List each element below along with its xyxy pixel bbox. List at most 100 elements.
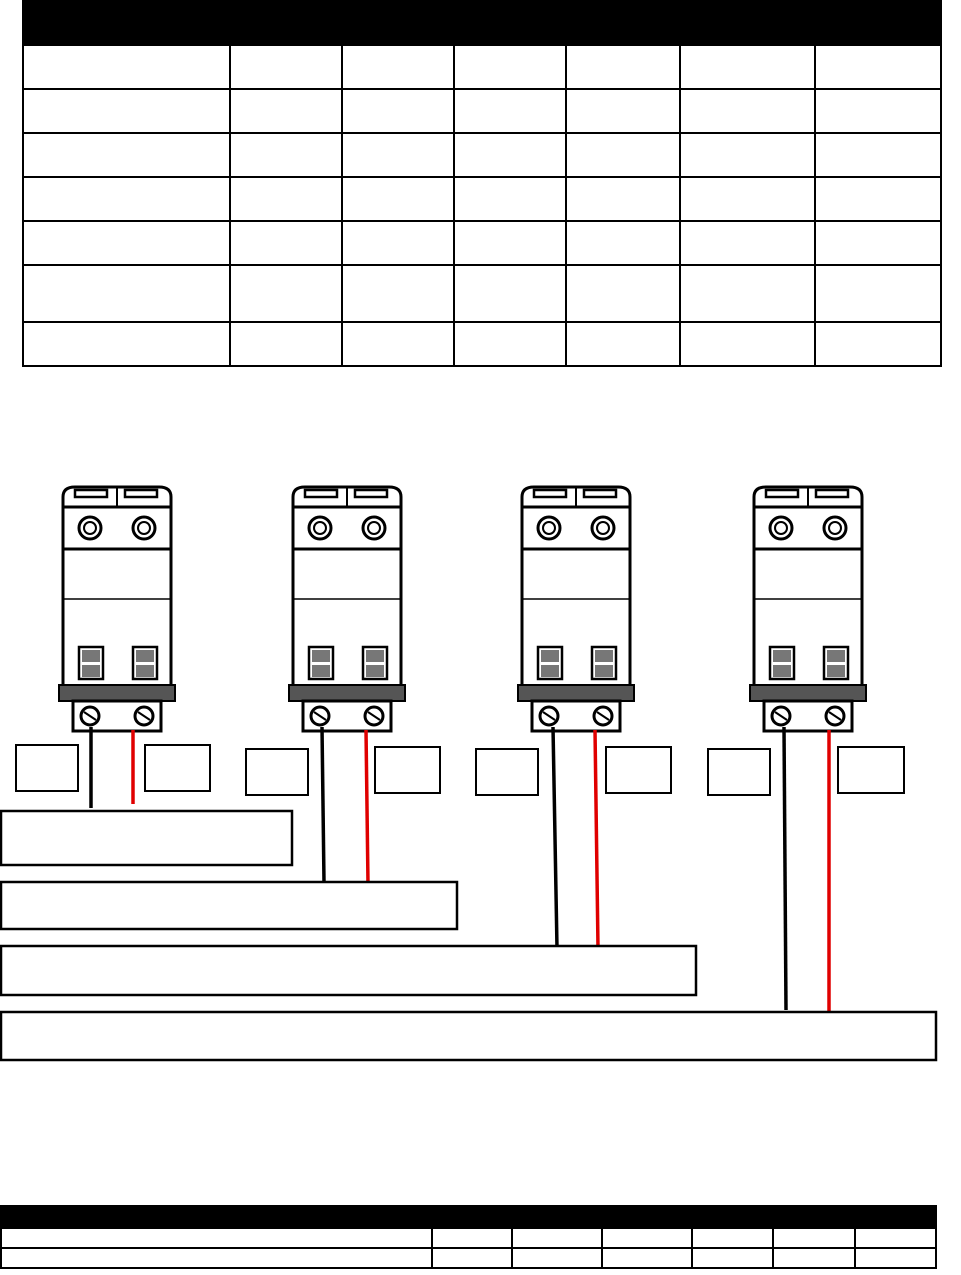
table-row — [22, 264, 942, 323]
table-cell — [22, 88, 231, 134]
breaker-4 — [748, 485, 868, 733]
table-row — [22, 44, 942, 90]
table-cell — [341, 176, 455, 222]
breaker-1-destination-box — [0, 809, 294, 867]
breaker-2-negative-wire — [320, 726, 326, 883]
table-cell — [453, 176, 567, 222]
table-cell — [0, 1247, 433, 1269]
table-cell — [341, 88, 455, 134]
table-cell — [565, 264, 681, 323]
table-row — [22, 132, 942, 178]
breaker-3-right-label-box — [605, 746, 672, 794]
breaker-2-right-label-box — [374, 746, 441, 794]
breaker-2-left-label-box — [245, 748, 309, 796]
table-cell — [679, 44, 816, 90]
table-cell — [565, 132, 681, 178]
table-cell — [565, 321, 681, 367]
breaker-3-negative-wire — [551, 726, 559, 949]
table-cell — [229, 44, 343, 90]
top-table — [22, 0, 942, 367]
table-cell — [431, 1227, 513, 1249]
breaker-4-negative-wire — [782, 726, 788, 1011]
breaker-1-left-label-box — [15, 744, 79, 792]
table-cell — [814, 321, 942, 367]
breaker-1-right-label-box — [144, 744, 211, 792]
table-cell — [453, 220, 567, 266]
table-cell — [679, 264, 816, 323]
table-cell — [679, 176, 816, 222]
breaker-4-destination-box — [0, 1010, 938, 1062]
breaker-3-destination-box — [0, 944, 698, 997]
table-cell — [22, 264, 231, 323]
table-cell — [22, 44, 231, 90]
table-cell — [511, 1227, 603, 1249]
table-cell — [565, 44, 681, 90]
table-cell — [453, 321, 567, 367]
table-cell — [814, 220, 942, 266]
table-cell — [431, 1247, 513, 1269]
breaker-3 — [516, 485, 636, 733]
breaker-1 — [57, 485, 177, 733]
table-cell — [814, 176, 942, 222]
table-cell — [0, 1227, 433, 1249]
table-cell — [229, 132, 343, 178]
table-cell — [679, 220, 816, 266]
bottom-table — [0, 1205, 937, 1269]
table-cell — [341, 44, 455, 90]
table-cell — [453, 44, 567, 90]
table-cell — [341, 132, 455, 178]
top-table-header — [22, 0, 942, 46]
breaker-4-left-label-box — [707, 748, 771, 796]
table-cell — [814, 88, 942, 134]
breaker-2 — [287, 485, 407, 733]
table-cell — [229, 176, 343, 222]
table-cell — [814, 132, 942, 178]
table-cell — [601, 1247, 693, 1269]
table-row — [22, 321, 942, 367]
table-cell — [772, 1227, 856, 1249]
table-cell — [229, 88, 343, 134]
table-cell — [565, 88, 681, 134]
table-cell — [565, 176, 681, 222]
table-cell — [229, 264, 343, 323]
table-cell — [341, 321, 455, 367]
table-cell — [814, 44, 942, 90]
table-cell — [854, 1227, 937, 1249]
table-cell — [453, 264, 567, 323]
table-cell — [341, 264, 455, 323]
table-cell — [22, 220, 231, 266]
table-cell — [229, 220, 343, 266]
table-row — [22, 176, 942, 222]
top-table-header-cell — [22, 0, 816, 46]
table-cell — [601, 1227, 693, 1249]
table-row — [0, 1247, 937, 1269]
table-cell — [511, 1247, 603, 1269]
table-cell — [453, 132, 567, 178]
table-cell — [679, 88, 816, 134]
breaker-3-left-label-box — [475, 748, 539, 796]
table-cell — [22, 321, 231, 367]
table-cell — [854, 1247, 937, 1269]
bottom-table-header — [0, 1205, 937, 1229]
breaker-4-right-label-box — [837, 746, 905, 794]
table-cell — [679, 132, 816, 178]
table-cell — [565, 220, 681, 266]
top-table-header-cell — [814, 0, 942, 46]
table-cell — [22, 132, 231, 178]
table-row — [0, 1227, 937, 1249]
table-cell — [691, 1247, 774, 1269]
table-cell — [229, 321, 343, 367]
table-row — [22, 88, 942, 134]
table-cell — [814, 264, 942, 323]
breaker-2-positive-wire — [364, 729, 370, 885]
breaker-3-positive-wire — [593, 729, 600, 949]
table-cell — [691, 1227, 774, 1249]
table-cell — [341, 220, 455, 266]
breaker-2-destination-box — [0, 880, 459, 931]
table-cell — [22, 176, 231, 222]
table-cell — [772, 1247, 856, 1269]
table-row — [22, 220, 942, 266]
table-cell — [679, 321, 816, 367]
table-cell — [453, 88, 567, 134]
